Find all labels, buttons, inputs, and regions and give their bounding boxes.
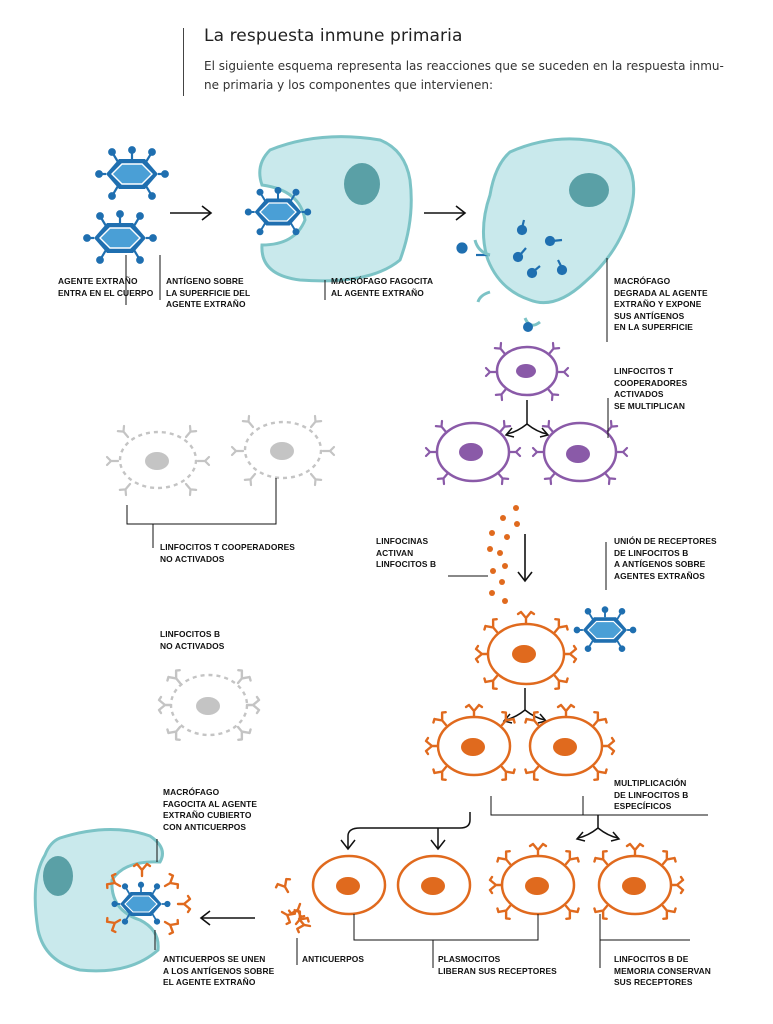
leader-line [125, 255, 161, 305]
label-union-receptores: UNIÓN DE RECEPTORES DE LINFOCITOS B A AN… [614, 536, 717, 581]
label-anticuerpos-unen: ANTICUERPOS SE UNEN A LOS ANTÍGENOS SOBR… [163, 954, 275, 988]
memory-b-lymphocyte-icon [488, 842, 582, 922]
label-antigeno-superficie: ANTÍGENO SOBRE LA SUPERFICIE DEL AGENTE … [166, 276, 251, 310]
arrow-split-icon [502, 688, 548, 724]
b-lymphocyte-icon [522, 703, 616, 783]
t-lymphocyte-icon [484, 341, 570, 402]
memory-b-lymphocyte-icon [591, 842, 685, 922]
label-macrofago-degrada: MACRÓFAGO DEGRADA AL AGENTE EXTRAÑO Y EX… [614, 276, 708, 333]
label-multiplicacion-b: MULTIPLICACIÓN DE LINFOCITOS B ESPECÍFIC… [614, 778, 689, 812]
page-title: La respuesta inmune primaria [204, 26, 463, 46]
arrow-right-icon [170, 205, 213, 221]
antigen-hexagon-icon [573, 606, 637, 653]
plasmocyte-icon [396, 854, 472, 916]
leader-line [154, 839, 158, 950]
label-linfocitos-t-no-activados: LINFOCITOS T COOPERADORES NO ACTIVADOS [160, 542, 295, 564]
label-macrofago-cubierto: MACRÓFAGO FAGOCITA AL AGENTE EXTRAÑO CUB… [163, 787, 258, 832]
antibody-y-icon [273, 876, 313, 936]
header-rule [183, 28, 184, 96]
inactive-t-lymphocyte-icon [105, 424, 211, 497]
macrophage-icon [456, 137, 636, 332]
label-memoria: LINFOCITOS B DE MEMORIA CONSERVAN SUS RE… [614, 954, 711, 988]
label-linfocinas: LINFOCINAS ACTIVAN LINFOCITOS B [376, 536, 437, 570]
plasmocyte-icon [311, 854, 387, 916]
antigen-hexagon-icon [83, 210, 157, 264]
inactive-t-lymphocyte-icon [230, 414, 336, 487]
label-linfocitos-b-no-activados: LINFOCITOS B NO ACTIVADOS [160, 629, 225, 651]
lymphokine-dots [487, 505, 520, 604]
antigen-hexagon-icon [95, 146, 169, 200]
b-lymphocyte-icon [424, 703, 518, 783]
label-macrofago-fagocita: MACRÓFAGO FAGOCITA AL AGENTE EXTRAÑO [331, 276, 434, 298]
label-plasmocitos: PLASMOCITOS LIBERAN SUS RECEPTORES [438, 954, 557, 976]
bracket-line [296, 914, 690, 968]
label-linfocitos-t-activados: LINFOCITOS T COOPERADORES ACTIVADOS SE M… [614, 366, 688, 411]
arrow-down-icon [517, 534, 533, 583]
macrophage-icon [33, 828, 164, 973]
inactive-b-lymphocyte-icon [157, 667, 261, 743]
t-lymphocyte-icon [531, 419, 629, 486]
arrow-split-icon [575, 815, 621, 842]
arrow-left-icon [199, 910, 255, 926]
t-lymphocyte-icon [424, 419, 522, 486]
b-lymphocyte-icon [474, 610, 578, 692]
label-agente-entra: AGENTE EXTRAÑO ENTRA EN EL CUERPO [58, 276, 154, 298]
arrow-right-icon [424, 205, 467, 221]
label-anticuerpos: ANTICUERPOS [302, 954, 365, 964]
arrow-branch-icon [340, 812, 471, 851]
bracket-line [126, 478, 277, 548]
bracket-line [490, 796, 708, 816]
intro-text: El siguiente esquema representa las reac… [204, 59, 724, 92]
macrophage-icon [258, 135, 413, 283]
arrow-split-icon [504, 400, 550, 438]
